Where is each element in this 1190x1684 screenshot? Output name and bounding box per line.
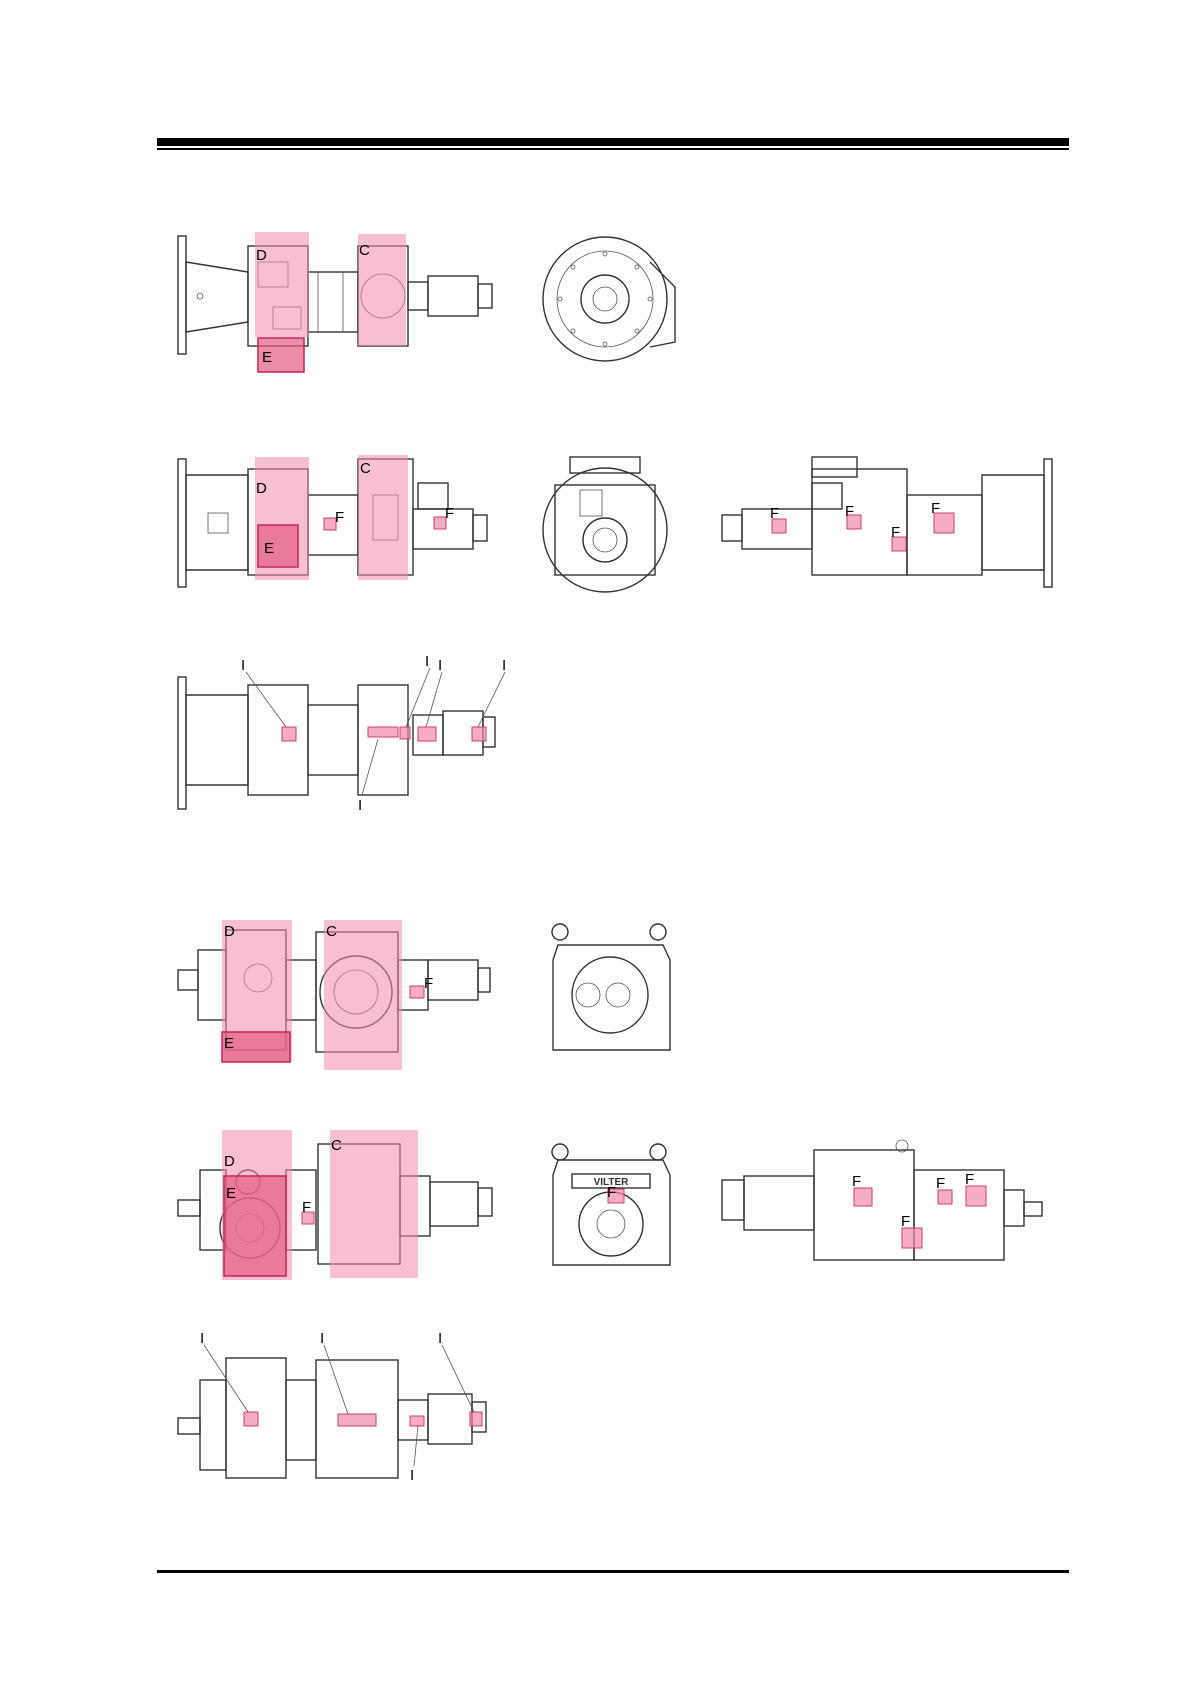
label-i: I [200, 1330, 204, 1347]
figure-compressor-end-view-5: VILTER F [548, 1140, 678, 1270]
label-i: I [320, 1330, 324, 1347]
highlight-point-f [902, 1228, 922, 1248]
label-f: F [845, 503, 854, 520]
compressor-opposite-drawing-2: F F F F [712, 455, 1052, 600]
highlight-point-f [938, 1190, 952, 1204]
highlight-point-i [472, 727, 486, 741]
figure-compressor-side-view-6: I I I I [178, 1330, 518, 1490]
figure-compressor-side-view-4: D C E F [178, 920, 518, 1070]
figure-compressor-side-view-3: I I I I I [178, 655, 518, 825]
label-i: I [410, 1467, 414, 1484]
figure-compressor-opposite-view-5: F F F F [712, 1140, 1052, 1270]
compressor-end-drawing-2 [540, 455, 680, 600]
label-f: F [901, 1213, 910, 1230]
highlight-region-c [324, 920, 402, 1070]
label-c: C [360, 460, 371, 477]
label-f: F [302, 1199, 311, 1216]
highlight-point-i [470, 1412, 482, 1426]
label-f: F [936, 1175, 945, 1192]
footer-rule [157, 1570, 1069, 1573]
compressor-end-drawing-1 [540, 232, 680, 367]
highlight-point-i [282, 727, 296, 741]
highlight-point-i [368, 727, 398, 737]
figure-compressor-side-view-1: D C E [178, 232, 518, 392]
compressor-side-drawing-6: I I I I [178, 1330, 518, 1490]
compressor-side-drawing-4: D C E F [178, 920, 518, 1070]
compressor-side-drawing-3: I I I I I [178, 655, 518, 825]
highlight-point-i [400, 727, 410, 739]
label-d: D [224, 1153, 235, 1170]
figure-compressor-end-view-1 [540, 232, 680, 367]
label-f: F [445, 505, 454, 522]
label-i: I [502, 657, 506, 674]
header-rule-thick [157, 138, 1069, 146]
highlight-point-f [410, 986, 424, 998]
compressor-opposite-drawing-5: F F F F [712, 1140, 1052, 1270]
label-d: D [256, 247, 267, 264]
highlight-point-i [410, 1416, 424, 1426]
label-e: E [224, 1035, 234, 1052]
label-i: I [425, 653, 429, 670]
label-d: D [256, 480, 267, 497]
highlight-point-i [338, 1414, 376, 1426]
figure-compressor-end-view-4 [548, 920, 678, 1055]
label-f: F [965, 1171, 974, 1188]
label-i: I [438, 1330, 442, 1347]
highlight-point-f [966, 1186, 986, 1206]
label-f: F [424, 975, 433, 992]
label-f: F [770, 505, 779, 522]
compressor-end-drawing-5: VILTER F [548, 1140, 678, 1270]
label-e: E [262, 349, 272, 366]
highlight-point-i [244, 1412, 258, 1426]
label-f: F [931, 500, 940, 517]
label-d: D [224, 923, 235, 940]
label-f: F [607, 1184, 616, 1201]
figure-compressor-side-view-2: D C E F F [178, 455, 518, 600]
compressor-side-drawing-2: D C E F F [178, 455, 518, 600]
label-c: C [359, 242, 370, 259]
label-f: F [852, 1173, 861, 1190]
compressor-side-drawing-5: D C E F [178, 1130, 518, 1280]
figure-compressor-end-view-2 [540, 455, 680, 600]
highlight-region-c [330, 1130, 418, 1278]
label-i: I [438, 657, 442, 674]
label-e: E [264, 540, 274, 557]
label-f: F [891, 524, 900, 541]
label-i: I [358, 797, 362, 814]
compressor-end-drawing-4 [548, 920, 678, 1055]
figure-compressor-opposite-view-2: F F F F [712, 455, 1052, 600]
label-e: E [226, 1185, 236, 1202]
highlight-point-f [854, 1188, 872, 1206]
label-c: C [331, 1137, 342, 1154]
compressor-side-drawing-1: D C E [178, 232, 518, 392]
header-rule-thin [157, 148, 1069, 150]
label-c: C [326, 923, 337, 940]
highlight-point-i [418, 727, 436, 741]
label-i: I [241, 657, 245, 674]
figure-compressor-side-view-5: D C E F [178, 1130, 518, 1280]
label-f: F [335, 509, 344, 526]
